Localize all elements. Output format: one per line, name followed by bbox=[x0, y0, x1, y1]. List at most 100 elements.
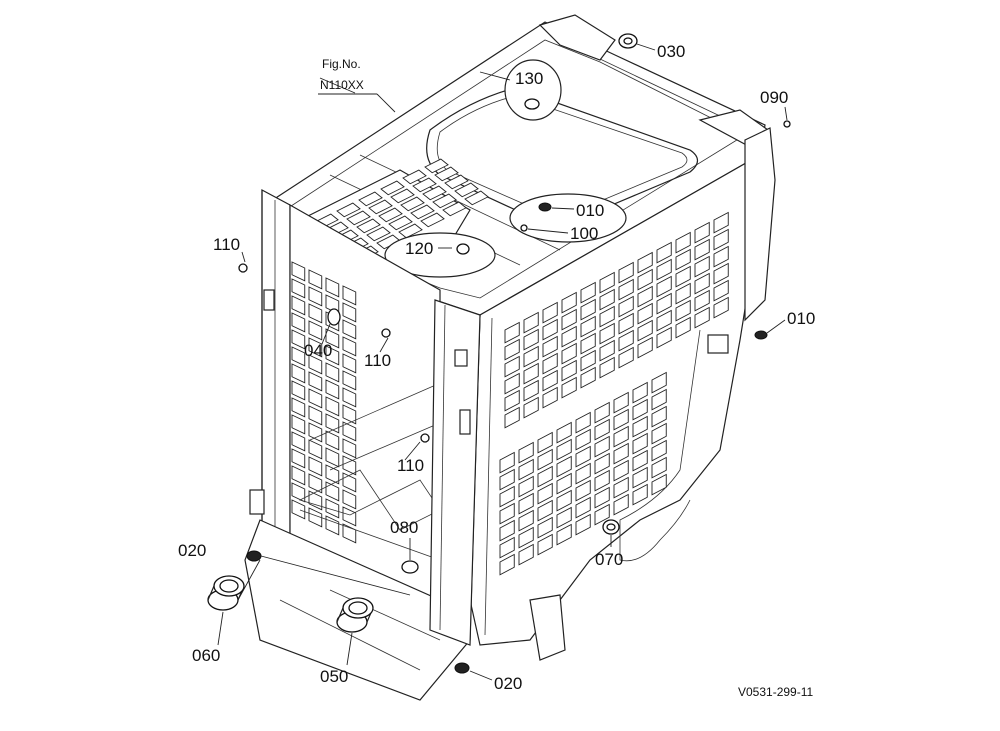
figure-labels: Fig.No. N110XX V0531-299-11 bbox=[320, 57, 813, 699]
mesh-cell bbox=[594, 418, 610, 441]
mesh-cell bbox=[618, 261, 634, 284]
mesh-cell bbox=[358, 191, 383, 207]
mesh-cell bbox=[618, 312, 634, 335]
mesh-cell bbox=[308, 354, 323, 375]
mesh-cell bbox=[637, 285, 653, 308]
mesh-cell bbox=[632, 466, 648, 489]
mesh-cell bbox=[599, 288, 615, 311]
mesh-cell bbox=[594, 435, 610, 458]
mesh-cell bbox=[420, 212, 445, 228]
mesh-cell bbox=[537, 431, 553, 454]
mesh-cell bbox=[499, 553, 515, 576]
mesh-cell bbox=[325, 379, 340, 400]
mesh-cell bbox=[325, 481, 340, 502]
callout-labels: 030 130 090 010 100 110 120 010 040 110 … bbox=[178, 42, 815, 693]
mesh-cell bbox=[518, 492, 534, 515]
mesh-cell bbox=[308, 337, 323, 358]
mesh-cell bbox=[308, 286, 323, 307]
mesh-cell bbox=[342, 336, 357, 357]
callout-120: 120 bbox=[405, 239, 433, 258]
mesh-cell bbox=[632, 449, 648, 472]
mesh-cell bbox=[504, 338, 520, 361]
mesh-cell bbox=[325, 396, 340, 417]
mesh-cell bbox=[632, 398, 648, 421]
mesh-cell bbox=[537, 516, 553, 539]
mesh-cell bbox=[613, 391, 629, 414]
mesh-cell bbox=[599, 356, 615, 379]
part-110-bolts bbox=[238, 263, 430, 443]
mesh-cell bbox=[575, 411, 591, 434]
mesh-cell bbox=[556, 489, 572, 512]
mesh-cell bbox=[542, 335, 558, 358]
callout-110-low: 110 bbox=[397, 456, 424, 475]
part-050-bushing bbox=[336, 597, 374, 633]
mesh-cell bbox=[675, 282, 691, 305]
right-side-grid bbox=[499, 211, 729, 576]
part-020-nut-left bbox=[246, 550, 262, 562]
mesh-cell bbox=[694, 255, 710, 278]
mesh-cell bbox=[291, 295, 306, 316]
mesh-cell bbox=[308, 507, 323, 528]
mesh-cell bbox=[518, 509, 534, 532]
mesh-cell bbox=[613, 493, 629, 516]
mesh-cell bbox=[656, 258, 672, 281]
mesh-cell bbox=[599, 339, 615, 362]
mesh-cell bbox=[613, 459, 629, 482]
mesh-cell bbox=[580, 332, 596, 355]
mesh-cell bbox=[537, 533, 553, 556]
mesh-cell bbox=[556, 523, 572, 546]
mesh-cell bbox=[537, 499, 553, 522]
mesh-cell bbox=[613, 425, 629, 448]
mesh-cell bbox=[561, 376, 577, 399]
mesh-cell bbox=[523, 345, 539, 368]
mesh-cell bbox=[356, 218, 381, 234]
mesh-cell bbox=[561, 308, 577, 331]
mesh-cell bbox=[694, 289, 710, 312]
part-080-plug bbox=[401, 560, 419, 574]
part-090-screw bbox=[783, 120, 791, 128]
mesh-cell bbox=[594, 401, 610, 424]
mesh-cell bbox=[464, 190, 489, 206]
mesh-cell bbox=[325, 464, 340, 485]
mesh-cell bbox=[434, 166, 459, 182]
mesh-cell bbox=[575, 479, 591, 502]
mesh-cell bbox=[542, 301, 558, 324]
mesh-cell bbox=[518, 475, 534, 498]
mesh-cell bbox=[291, 380, 306, 401]
mesh-cell bbox=[713, 211, 729, 234]
mesh-cell bbox=[291, 448, 306, 469]
mesh-cell bbox=[380, 180, 405, 196]
mesh-cell bbox=[694, 272, 710, 295]
mesh-cell bbox=[402, 169, 427, 185]
mesh-cell bbox=[325, 345, 340, 366]
callout-100: 100 bbox=[570, 224, 598, 243]
mesh-cell bbox=[308, 439, 323, 460]
mesh-cell bbox=[542, 352, 558, 375]
mesh-cell bbox=[632, 415, 648, 438]
mesh-cell bbox=[537, 482, 553, 505]
mesh-cell bbox=[504, 321, 520, 344]
mesh-cell bbox=[291, 414, 306, 435]
mesh-cell bbox=[575, 445, 591, 468]
mesh-cell bbox=[499, 451, 515, 474]
callout-130: 130 bbox=[515, 69, 543, 88]
mesh-cell bbox=[398, 223, 423, 239]
callout-060: 060 bbox=[192, 646, 220, 665]
mesh-cell bbox=[504, 406, 520, 429]
fig-label-line2: N110XX bbox=[320, 78, 364, 92]
mesh-cell bbox=[342, 319, 357, 340]
mesh-cell bbox=[342, 438, 357, 459]
mesh-cell bbox=[637, 336, 653, 359]
mesh-cell bbox=[388, 215, 413, 231]
mesh-cell bbox=[599, 305, 615, 328]
mesh-cell bbox=[499, 536, 515, 559]
mesh-cell bbox=[694, 306, 710, 329]
mesh-cell bbox=[580, 315, 596, 338]
mesh-cell bbox=[346, 210, 371, 226]
callout-030: 030 bbox=[657, 42, 685, 61]
mesh-cell bbox=[342, 302, 357, 323]
mesh-cell bbox=[561, 291, 577, 314]
mesh-cell bbox=[651, 422, 667, 445]
mesh-cell bbox=[580, 349, 596, 372]
